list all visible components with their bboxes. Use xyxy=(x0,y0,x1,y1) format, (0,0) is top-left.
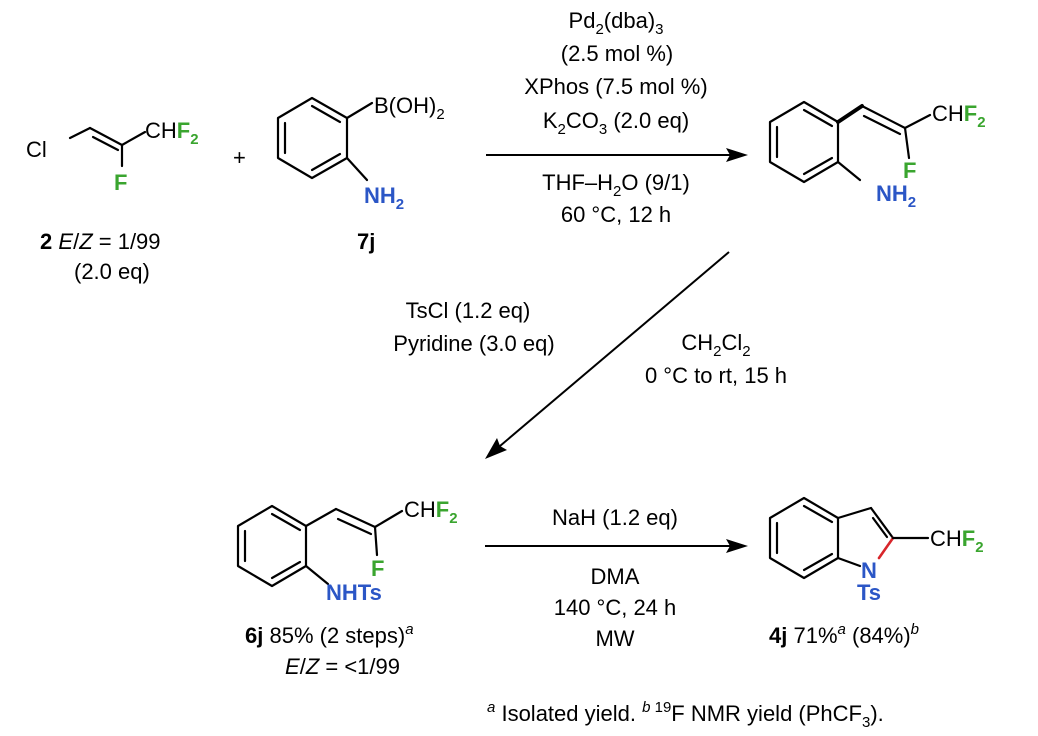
reagent-2-equiv: (2.0 eq) xyxy=(74,259,150,284)
sulfonamide-label: NHTs xyxy=(326,580,382,605)
product-6j-ez-ratio: E/Z = <1/99 xyxy=(285,654,400,679)
step3-conditions: 140 °C, 24 h xyxy=(554,595,677,620)
bond xyxy=(310,104,342,124)
indole-nitrogen: N xyxy=(861,558,877,583)
bond xyxy=(802,156,834,176)
amine-label: NH2 xyxy=(364,183,404,213)
step2-solvent: CH2Cl2 xyxy=(681,330,750,360)
bond xyxy=(373,525,379,557)
bond xyxy=(336,517,373,536)
difluoromethyl-label: CHF2 xyxy=(932,101,986,131)
benzene-ring xyxy=(768,496,840,580)
bond xyxy=(862,114,902,136)
bond xyxy=(304,564,330,586)
bond xyxy=(304,507,338,528)
footnote: a Isolated yield. b 19F NMR yield (PhCF3… xyxy=(487,699,884,731)
bond xyxy=(68,126,92,140)
difluoromethyl-label: CHF2 xyxy=(145,118,199,148)
vinyl-fluorine-atom: F xyxy=(114,170,127,195)
amine-label: NH2 xyxy=(876,181,916,211)
product-4j-yield: 4j 71%a (84%)b xyxy=(769,621,919,648)
step3-mode: MW xyxy=(595,626,634,651)
bond xyxy=(270,512,302,532)
tosyl-group: Ts xyxy=(857,580,881,605)
bond xyxy=(802,552,834,572)
bond xyxy=(345,156,369,182)
bond xyxy=(310,152,342,172)
bond xyxy=(836,160,862,182)
reagent-7j-structure: B(OH)2 NH2 xyxy=(276,93,445,213)
bond xyxy=(373,509,404,529)
new-cn-bond xyxy=(877,536,895,560)
bond xyxy=(334,507,377,529)
reagent-2-label: 2 E/Z = 1/99 xyxy=(40,229,161,254)
step2-arrowhead xyxy=(485,438,507,459)
new-cc-bond xyxy=(836,104,864,124)
product-4j-structure: CHF2 N Ts xyxy=(768,496,984,605)
step3-arrowhead xyxy=(726,539,748,553)
step1-catalyst-loading: (2.5 mol %) xyxy=(561,41,673,66)
difluoromethyl-label: CHF2 xyxy=(404,497,458,527)
bond xyxy=(836,556,862,568)
step2-conditions: 0 °C to rt, 15 h xyxy=(645,363,787,388)
benzene-ring xyxy=(236,504,308,588)
reagent-7j-label: 7j xyxy=(357,229,375,254)
bond xyxy=(836,506,873,520)
bond xyxy=(871,516,889,539)
bond xyxy=(345,101,374,120)
step1-catalyst: Pd2(dba)3 xyxy=(569,8,664,38)
product-6j-structure: CHF2 F NHTs xyxy=(236,497,458,605)
benzene-ring xyxy=(276,96,349,180)
vinyl-fluorine-atom: F xyxy=(903,158,916,183)
plus-sign: + xyxy=(233,145,246,170)
step3-reagent: NaH (1.2 eq) xyxy=(552,505,678,530)
step1-solvent: THF–H2O (9/1) xyxy=(542,170,690,200)
bond xyxy=(860,104,907,130)
step2-reagent-pyridine: Pyridine (3.0 eq) xyxy=(393,331,554,356)
bond xyxy=(270,560,302,580)
bond xyxy=(88,126,124,147)
chlorine-atom: Cl xyxy=(26,137,47,162)
step2-arrow xyxy=(499,251,730,447)
bond xyxy=(903,126,911,160)
step1-ligand: XPhos (7.5 mol %) xyxy=(524,74,707,99)
difluoromethyl-label: CHF2 xyxy=(930,526,984,556)
boronic-acid-label: B(OH)2 xyxy=(374,93,445,123)
benzene-ring xyxy=(768,100,840,184)
step1-arrowhead xyxy=(726,148,748,162)
step2-reagent-tscl: TsCl (1.2 eq) xyxy=(406,298,531,323)
bond xyxy=(91,135,120,152)
bond xyxy=(903,113,932,130)
intermediate-structure: CHF2 F NH2 xyxy=(768,100,986,211)
bond xyxy=(869,506,895,540)
step1-conditions: 60 °C, 12 h xyxy=(561,202,671,227)
bond xyxy=(802,108,834,128)
reagent-2-structure: Cl CHF2 F xyxy=(26,118,199,195)
bond xyxy=(120,130,147,147)
step1-base: K2CO3 (2.0 eq) xyxy=(543,108,689,138)
bond xyxy=(802,504,834,524)
product-6j-yield: 6j 85% (2 steps)a xyxy=(245,621,414,648)
vinyl-fluorine-atom: F xyxy=(371,556,384,581)
step3-solvent: DMA xyxy=(591,564,640,589)
